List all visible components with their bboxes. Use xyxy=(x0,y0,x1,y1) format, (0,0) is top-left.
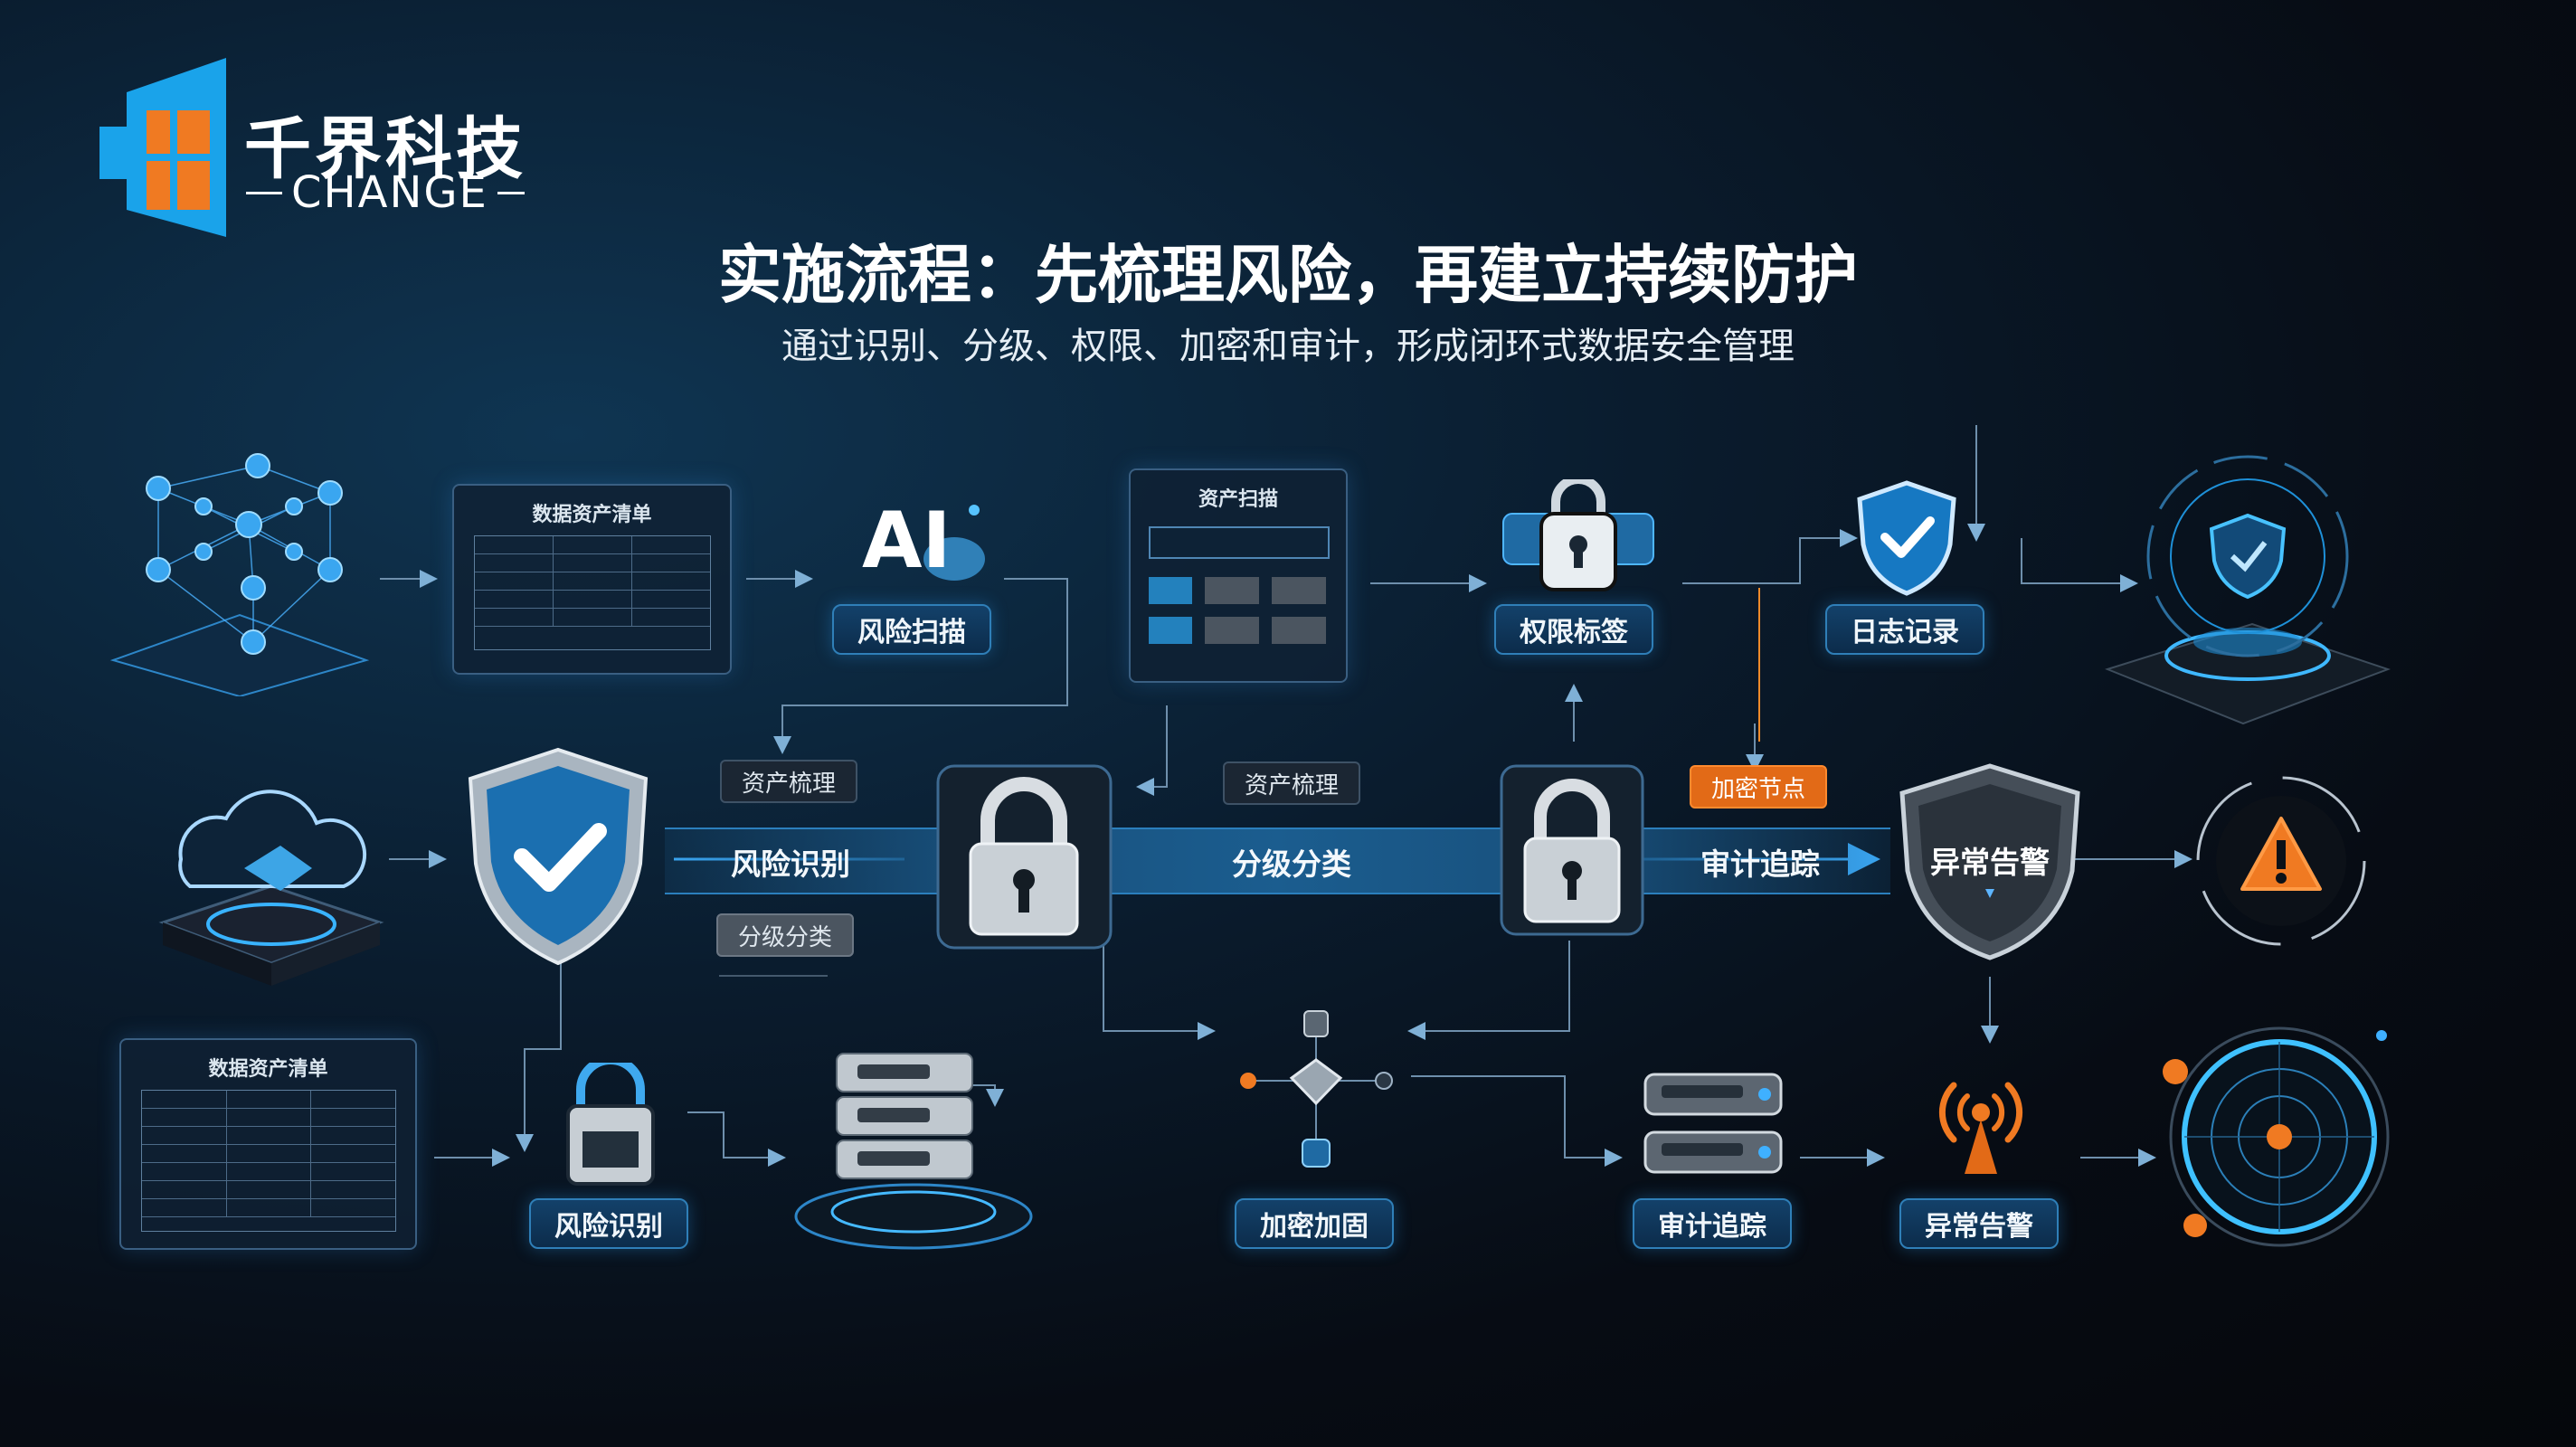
band-audit-trace: 审计追踪 xyxy=(1700,846,1820,882)
log-shield-icon xyxy=(1852,479,1961,597)
lock-badge-icon xyxy=(1501,475,1655,597)
lock-device-icon xyxy=(561,1055,660,1189)
band-risk-identify: 风险识别 xyxy=(731,846,850,882)
encrypt-node-tag: 加密节点 xyxy=(1690,765,1828,809)
asset-table-bottom xyxy=(141,1090,396,1232)
risk-scan-button[interactable]: 风险扫描 xyxy=(832,604,991,655)
padlock-icon xyxy=(936,764,1113,950)
device-stack-icon xyxy=(1642,1067,1786,1185)
page-subtitle: 通过识别、分级、权限、加密和审计，形成闭环式数据安全管理 xyxy=(781,326,1795,367)
grading-tag-1: 分级分类 xyxy=(716,913,855,957)
hologram-shield-icon xyxy=(2098,452,2397,742)
asset-table xyxy=(474,535,711,650)
ai-text: AI xyxy=(862,496,952,586)
band-grading: 分级分类 xyxy=(1232,846,1351,882)
cloud-chip-icon xyxy=(145,760,398,995)
flow-band xyxy=(665,828,1890,894)
asset-list-title: 数据资产清单 xyxy=(532,504,652,526)
asset-list-title-bottom: 数据资产清单 xyxy=(208,1058,328,1081)
encryption-hub-icon xyxy=(1239,1004,1393,1176)
asset-sorting-tag-1: 资产梳理 xyxy=(720,760,858,803)
radar-icon xyxy=(2157,1017,2401,1253)
audit-trace-button[interactable]: 审计追踪 xyxy=(1633,1198,1792,1249)
ai-logo: AI xyxy=(855,488,990,588)
warning-icon xyxy=(2193,773,2370,950)
network-graph-icon xyxy=(104,452,375,698)
padlock-icon-2 xyxy=(1500,764,1644,936)
asset-list-panel-bottom: 数据资产清单 xyxy=(119,1038,417,1250)
risk-identify-button[interactable]: 风险识别 xyxy=(529,1198,688,1249)
asset-list-panel: 数据资产清单 xyxy=(452,484,732,675)
brand-name-en-row: CHANGE xyxy=(246,167,525,218)
asset-scan-panel: 资产扫描 xyxy=(1129,468,1348,683)
antenna-icon xyxy=(1918,1058,2044,1185)
alert-shield-icon: 异常告警 xyxy=(1895,762,2085,961)
page-title: 实施流程：先梳理风险，再建立持续防护 xyxy=(718,238,1858,312)
asset-sorting-tag-2: 资产梳理 xyxy=(1223,761,1361,805)
asset-scan-title: 资产扫描 xyxy=(1198,488,1278,511)
alert-shield-label: 异常告警 xyxy=(1930,845,2050,880)
server-stack-icon xyxy=(787,1045,1040,1253)
encrypt-reinforce-button[interactable]: 加密加固 xyxy=(1235,1198,1394,1249)
anomaly-alert-button[interactable]: 异常告警 xyxy=(1899,1198,2059,1249)
brand-name-en: CHANGE xyxy=(291,167,488,218)
permission-tag-button[interactable]: 权限标签 xyxy=(1494,604,1653,655)
brand-name-cn: 千界科技 xyxy=(244,110,526,188)
shield-check-icon xyxy=(463,746,653,968)
grading-note xyxy=(719,975,828,986)
log-record-button[interactable]: 日志记录 xyxy=(1825,604,1984,655)
brand-logo xyxy=(99,56,226,237)
